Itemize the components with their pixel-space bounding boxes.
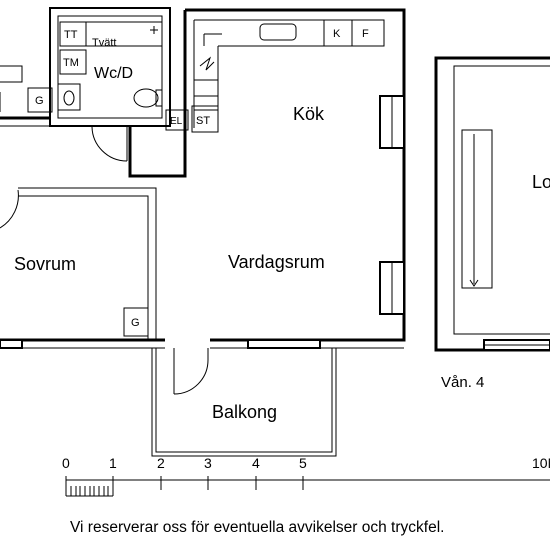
- kitchen: [165, 19, 385, 133]
- floor-label: Vån. 4: [441, 374, 484, 391]
- room-label-kok: Kök: [293, 104, 325, 124]
- bedroom: [0, 187, 157, 340]
- exterior-walls: [0, 7, 406, 349]
- labels: Kök Vardagsrum Sovrum Balkong Wc/D Lo TT…: [14, 28, 550, 422]
- scale-tick-0: 0: [62, 455, 70, 471]
- scale-tick-5: 5: [299, 455, 307, 471]
- scale-tick-10: 10M: [532, 455, 550, 471]
- scale-bar: 0 1 2 3 4 5 10M: [62, 455, 550, 497]
- left-cabinets: [0, 65, 53, 113]
- scale-tick-3: 3: [204, 455, 212, 471]
- room-label-sovrum: Sovrum: [14, 254, 76, 274]
- loft-plan: [434, 56, 550, 352]
- bathroom: [57, 15, 163, 162]
- fixture-f: F: [362, 28, 369, 40]
- fixture-tt: TT: [64, 29, 78, 41]
- fixture-g-bedroom: G: [131, 317, 140, 329]
- room-label-wc: Wc/D: [94, 65, 133, 82]
- scale-tick-1: 1: [109, 455, 117, 471]
- fixture-k: K: [333, 28, 341, 40]
- room-label-vardagsrum: Vardagsrum: [228, 252, 325, 272]
- room-label-loft: Lo: [532, 172, 550, 192]
- room-label-balkong: Balkong: [212, 402, 277, 422]
- disclaimer-text: Vi reserverar oss för eventuella avvikel…: [70, 519, 444, 536]
- fixture-g-bath: G: [35, 95, 44, 107]
- balcony: [151, 348, 337, 457]
- fixture-tm: TM: [63, 57, 79, 69]
- scale-tick-2: 2: [157, 455, 165, 471]
- fixture-tvatt: Tvätt: [92, 37, 116, 49]
- scale-tick-4: 4: [252, 455, 260, 471]
- fixture-st: ST: [196, 115, 210, 127]
- windows: [0, 95, 405, 349]
- fixture-el: EL: [170, 116, 183, 127]
